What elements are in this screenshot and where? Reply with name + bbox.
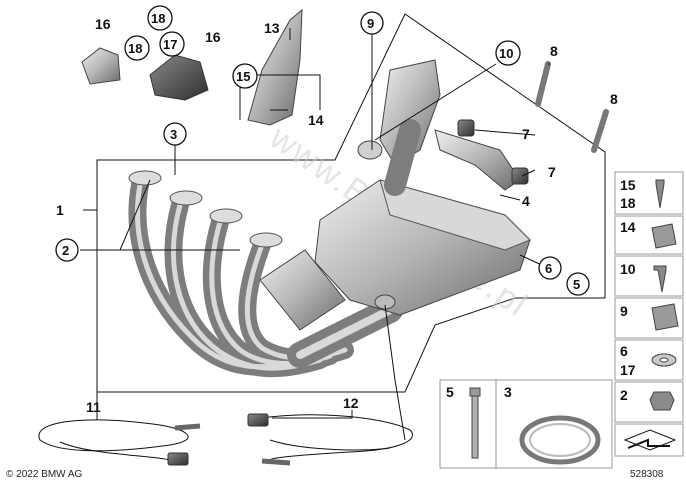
assembly-outline [96, 13, 606, 393]
sidebar-box-15-18 [614, 171, 684, 215]
callout-18a: 18 [128, 41, 142, 56]
diagram-number: 528308 [630, 469, 664, 480]
callout-16b: 16 [205, 29, 221, 45]
clip-nut-icon [651, 223, 677, 249]
callout-8b: 8 [610, 91, 618, 107]
callout-2-ring [55, 238, 79, 262]
callout-14: 14 [308, 112, 324, 128]
callout-5: 5 [573, 277, 580, 292]
callout-3: 3 [170, 127, 177, 142]
callout-8a: 8 [550, 43, 558, 59]
clip-nut-icon-2 [651, 303, 679, 331]
sidebar-label-10: 10 [620, 261, 636, 277]
callout-1: 1 [56, 202, 64, 218]
bolts [535, 61, 609, 153]
callout-11: 11 [86, 399, 101, 415]
silencer [314, 59, 531, 316]
copyright-text: © 2022 BMW AG [6, 469, 83, 480]
callout-7a: 7 [522, 126, 530, 142]
bottom-parts-box: 5 3 [439, 379, 613, 469]
callout-16a: 16 [95, 16, 111, 32]
callout-3-ring [163, 122, 187, 146]
callout-15-ring [232, 63, 258, 89]
callout-17-ring [159, 31, 185, 57]
callout-13: 13 [264, 20, 280, 36]
callout-9: 9 [367, 16, 374, 31]
bottom-label-5: 5 [446, 384, 454, 400]
bolt-icon [655, 179, 665, 209]
cap-screw-icon [469, 387, 481, 397]
callout-17: 17 [163, 37, 177, 52]
sidebar-label-6: 6 [620, 343, 628, 359]
callout-9-ring [360, 11, 384, 35]
hex-bolt-icon [653, 265, 667, 293]
sidebar-label-9: 9 [620, 303, 628, 319]
callout-4: 4 [522, 193, 530, 209]
callout-18a-ring [124, 35, 150, 61]
callout-7b: 7 [548, 164, 556, 180]
sidebar-label-15: 15 [620, 177, 636, 193]
callout-18b: 18 [151, 11, 165, 26]
callout-2: 2 [62, 243, 69, 258]
bottom-label-3: 3 [504, 384, 512, 400]
sidebar-label-2: 2 [620, 387, 628, 403]
callout-18b-ring [147, 5, 173, 31]
callout-15: 15 [236, 69, 250, 84]
sidebar-label-14: 14 [620, 219, 636, 235]
callout-10-ring [495, 40, 521, 66]
callout-5-ring [566, 272, 590, 296]
callout-6-ring [538, 256, 562, 280]
exhaust-headers [128, 170, 403, 378]
sidebar-box-10 [614, 255, 684, 297]
callout-10: 10 [499, 46, 513, 61]
flange-nut-icon [649, 391, 675, 411]
gasket-icon [519, 415, 601, 465]
callout-labels: 1 2 3 4 5 6 7 7 8 8 9 10 11 12 13 14 15 … [55, 5, 618, 415]
callout-6: 6 [545, 261, 552, 276]
parts-sidebar: 15 18 14 10 9 6 17 2 [614, 171, 684, 457]
lambda-sensors [38, 413, 413, 466]
sidebar-label-18: 18 [620, 195, 636, 211]
sidebar-label-17: 17 [620, 362, 636, 378]
bracket [434, 119, 529, 191]
callout-12: 12 [343, 395, 359, 411]
heat-shield [81, 8, 303, 126]
